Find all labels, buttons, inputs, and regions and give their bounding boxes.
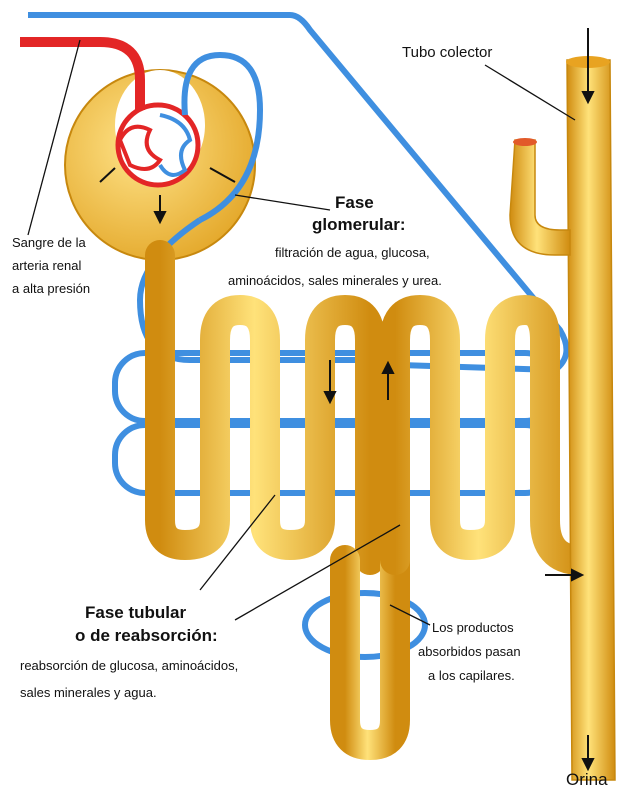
label-productos-line2: absorbidos pasan xyxy=(418,644,521,660)
label-productos-line1: Los productos xyxy=(432,620,514,636)
fase-tubular-title-2: o de reabsorción: xyxy=(75,626,218,646)
label-tubo-colector: Tubo colector xyxy=(402,44,492,62)
label-sangre-line2: arteria renal xyxy=(12,258,81,274)
label-sangre-line1: Sangre de la xyxy=(12,235,86,251)
label-productos-line3: a los capilares. xyxy=(428,668,515,684)
label-sangre-line3: a alta presión xyxy=(12,281,90,297)
fase-tubular-desc-2: sales minerales y agua. xyxy=(20,685,157,701)
fase-glomerular-desc-1: filtración de agua, glucosa, xyxy=(275,245,430,261)
fase-glomerular-title-2: glomerular: xyxy=(312,215,406,235)
label-orina: Orina xyxy=(566,770,608,790)
glomerulus xyxy=(118,105,198,185)
fase-glomerular-title-1: Fase xyxy=(335,193,374,213)
fase-tubular-title-1: Fase tubular xyxy=(85,603,186,623)
fase-tubular-desc-1: reabsorción de glucosa, aminoácidos, xyxy=(20,658,238,674)
fase-glomerular-desc-2: aminoácidos, sales minerales y urea. xyxy=(228,273,442,289)
